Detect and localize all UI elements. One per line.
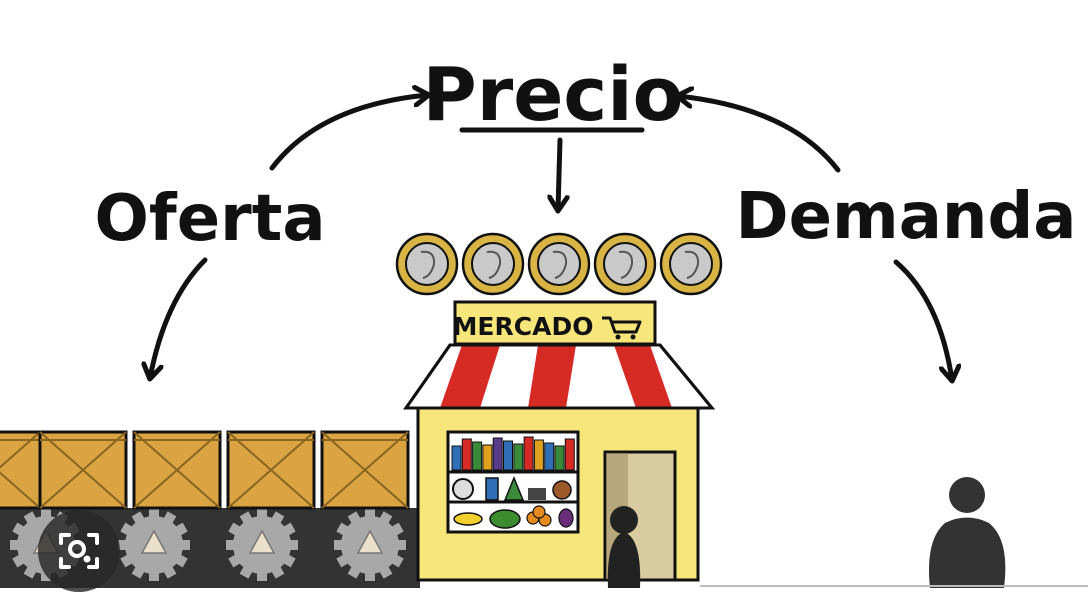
arrow-demand-to-consumer <box>893 259 952 380</box>
visual-search-icon[interactable] <box>38 510 120 592</box>
coin-icon <box>461 232 525 296</box>
gear-icon <box>118 509 190 581</box>
goods-boxes <box>0 430 410 510</box>
shopping-cart-icon <box>602 316 642 340</box>
goods-box <box>320 430 410 510</box>
gear-icon <box>334 509 406 581</box>
arrow-supply-to-goods <box>150 257 208 378</box>
coin-icon <box>659 232 723 296</box>
gear-icon <box>226 509 298 581</box>
coin-icon <box>593 232 657 296</box>
goods-box <box>38 430 128 510</box>
coin-icon <box>527 232 591 296</box>
goods-box <box>132 430 222 510</box>
coin-row <box>395 232 723 296</box>
coin-icon <box>395 232 459 296</box>
supply-label: Oferta <box>95 182 326 256</box>
goods-box <box>226 430 316 510</box>
person-icon <box>929 477 1006 588</box>
market-sign-label: MERCADO <box>453 312 594 341</box>
arrow-price-to-market <box>558 137 560 210</box>
demand-label: Demanda <box>736 180 1077 254</box>
price-label: Precio <box>423 52 684 138</box>
arrow-demand-to-price <box>678 96 841 173</box>
arrow-supply-to-price <box>269 95 428 171</box>
goods-box <box>0 430 42 510</box>
market-stall: MERCADO <box>403 300 716 588</box>
camera-search-icon <box>59 533 99 569</box>
